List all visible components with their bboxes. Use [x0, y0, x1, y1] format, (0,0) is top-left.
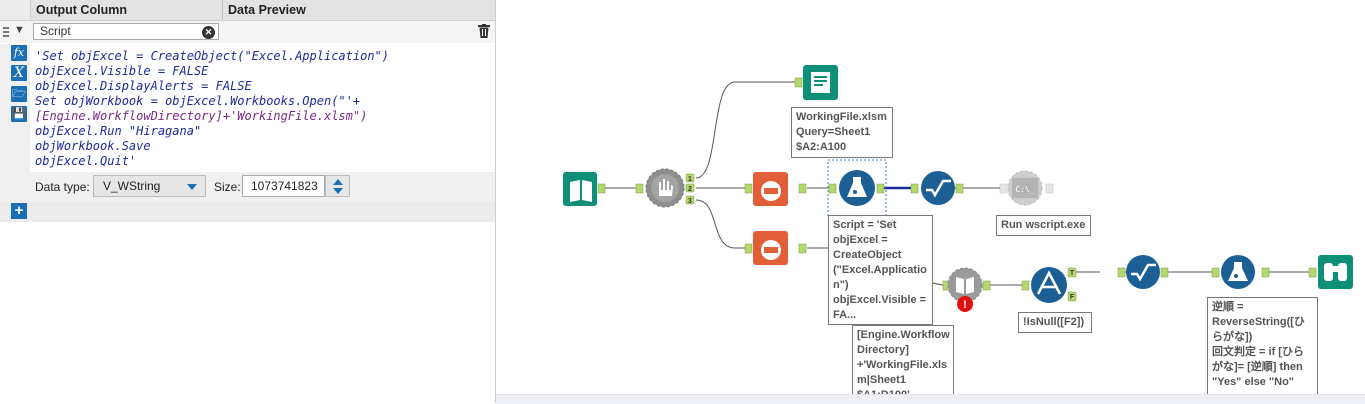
data-type-label: Data type:: [35, 180, 90, 194]
error-icon: !: [963, 299, 967, 311]
add-row: [0, 202, 495, 222]
code-line[interactable]: 'Set objExcel = CreateObject("Excel.Appl…: [35, 49, 390, 63]
code-line[interactable]: [Engine.WorkflowDirectory]+'WorkingFile.…: [35, 109, 368, 123]
size-label: Size:: [214, 180, 241, 194]
directory-annotation: [Engine.Workflow Directory] +'WorkingFil…: [852, 325, 954, 403]
sample-tool[interactable]: [744, 172, 807, 206]
dropdown-arrow-icon: [187, 184, 197, 190]
input-annotation: WorkingFile.xlsm Query=Sheet1 $A2:A100: [791, 107, 893, 158]
code-line[interactable]: Set objWorkbook = objExcel.Workbooks.Ope…: [35, 94, 361, 108]
output-column-header: Output Column: [36, 3, 127, 17]
open-folder-icon[interactable]: 🗁: [11, 86, 27, 102]
run-annotation: Run wscript.exe: [996, 215, 1091, 236]
spin-up-icon[interactable]: [333, 179, 343, 185]
add-field-button[interactable]: +: [11, 203, 27, 219]
input-data-tool[interactable]: [563, 172, 606, 206]
grid-header: Output Column Data Preview: [0, 0, 495, 21]
sample-tool[interactable]: [744, 231, 807, 265]
trash-icon[interactable]: [478, 24, 490, 38]
output-anchor-1: 1: [688, 176, 692, 183]
true-anchor: T: [1070, 270, 1075, 277]
drag-handle-icon[interactable]: [3, 27, 9, 39]
workflow-svg: 1 2 3: [563, 65, 1353, 312]
code-line[interactable]: objExcel.DisplayAlerts = FALSE: [35, 79, 252, 93]
chevron-down-icon[interactable]: ▼: [14, 24, 25, 36]
code-line[interactable]: objExcel.Quit': [35, 154, 137, 168]
select-tool[interactable]: [910, 171, 964, 205]
horizontal-scrollbar[interactable]: [496, 394, 1365, 404]
output-data-tool[interactable]: [794, 65, 838, 100]
workflow-canvas[interactable]: 1 2 3: [496, 0, 1365, 403]
clear-icon[interactable]: ✕: [202, 26, 215, 39]
column-divider[interactable]: [222, 0, 223, 20]
dynamic-input-tool[interactable]: [635, 168, 695, 208]
formula-tool-2[interactable]: [1211, 255, 1270, 289]
false-anchor: F: [1070, 294, 1075, 301]
browse-tool[interactable]: [1308, 255, 1353, 289]
reverse-annotation: 逆順 = ReverseString([ひ らがな]) 回文判定 = if [ひ…: [1207, 297, 1318, 403]
function-icon[interactable]: fx: [11, 45, 27, 61]
select-tool-2[interactable]: [1117, 255, 1169, 289]
header-gutter: [0, 0, 31, 20]
spin-down-icon[interactable]: [333, 188, 343, 194]
save-icon[interactable]: 💾: [11, 106, 27, 122]
dynamic-input-book-tool[interactable]: [942, 267, 991, 312]
output-anchor-2: 2: [688, 186, 692, 193]
code-line[interactable]: objWorkbook.Save: [35, 139, 151, 153]
connections: [598, 81, 1309, 286]
output-anchor-3: 3: [688, 198, 692, 205]
filter-tool[interactable]: [1021, 267, 1077, 303]
expression-editor[interactable]: [30, 44, 495, 172]
svg-text:C:\_: C:\_: [1015, 185, 1034, 194]
run-command-tool[interactable]: C:\_: [999, 170, 1054, 206]
data-preview-header: Data Preview: [228, 3, 306, 17]
formula-annotation: Script = 'Set objExcel = CreateObject ("…: [828, 215, 933, 325]
formula-tool[interactable]: [827, 159, 887, 217]
size-spinner[interactable]: [325, 175, 350, 197]
output-field-input[interactable]: [33, 23, 219, 40]
size-input[interactable]: 1073741823: [242, 175, 325, 197]
variable-icon[interactable]: X: [11, 65, 27, 81]
data-type-value: V_WString: [103, 179, 161, 193]
formula-config-panel: Output Column Data Preview ▼ ✕ fx X 🗁 💾 …: [0, 0, 496, 403]
code-line[interactable]: objExcel.Visible = FALSE: [35, 64, 209, 78]
code-line[interactable]: objExcel.Run "Hiragana": [35, 124, 202, 138]
data-type-select[interactable]: V_WString: [93, 175, 206, 197]
filter-annotation: !IsNull([F2]): [1018, 312, 1092, 333]
